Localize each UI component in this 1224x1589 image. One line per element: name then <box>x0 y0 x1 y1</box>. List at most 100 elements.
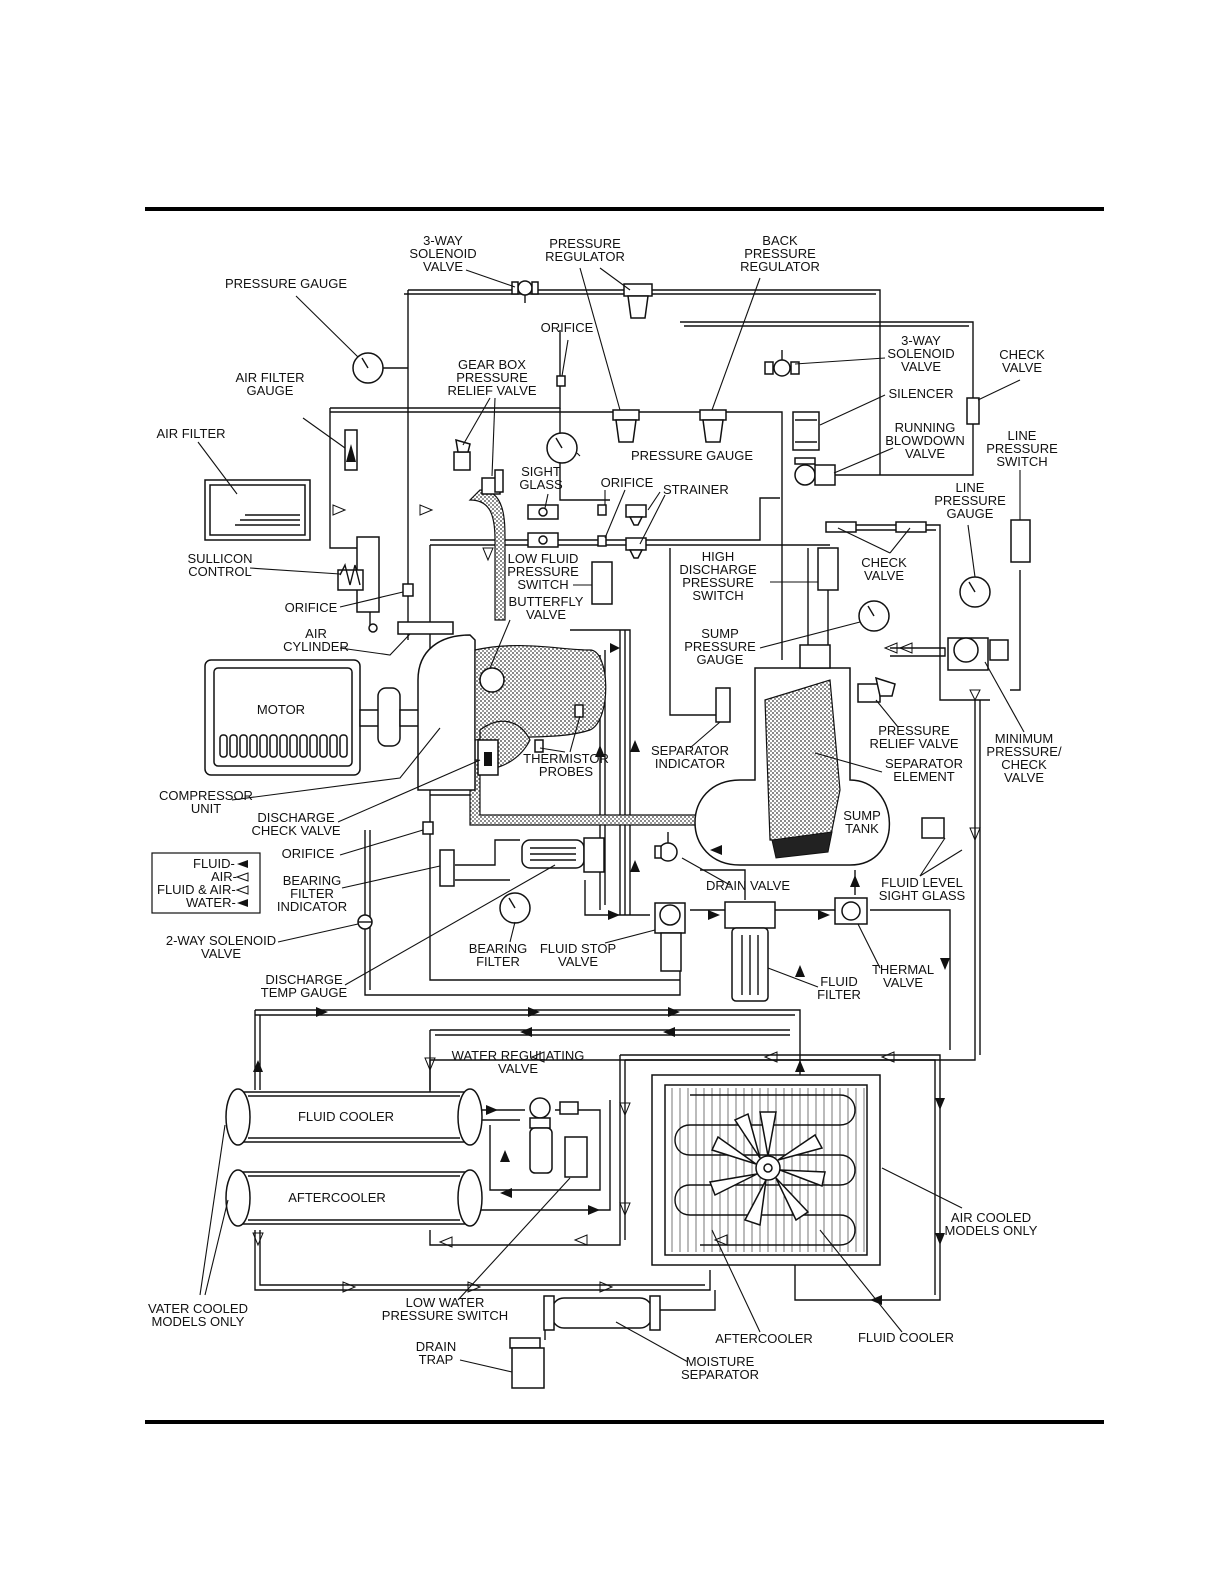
label-line: PRESSURE SWITCH <box>382 1308 508 1323</box>
label-line: THERMAL <box>872 962 934 977</box>
label-line: DISCHARGE <box>257 810 335 825</box>
label-line: CHECK VALVE <box>251 823 340 838</box>
label-line: MOTOR <box>257 702 305 717</box>
label-line: VALVE <box>905 446 945 461</box>
water-regulating-valve-icon <box>529 1097 579 1174</box>
label-line: SULLICON <box>187 551 252 566</box>
label-line: REGULATOR <box>740 259 820 274</box>
line-pressure-gauge-icon <box>959 576 991 608</box>
sullicon-control-icon <box>337 536 380 633</box>
label-line: SILENCER <box>888 386 953 401</box>
line-pressure-switch-icon <box>1010 519 1031 563</box>
label-line: PRESSURE GAUGE <box>631 448 753 463</box>
label-line: SEPARATOR <box>885 756 963 771</box>
label-line: GAUGE <box>947 506 994 521</box>
label-line: ORIFICE <box>601 475 654 490</box>
pressure-regulator-top <box>623 283 653 319</box>
label-line: CHECK <box>1001 757 1047 772</box>
low-water-pressure-switch-icon <box>564 1136 588 1178</box>
legend-fluid: FLUID- <box>193 856 235 871</box>
label-line: FLUID COOLER <box>298 1109 394 1124</box>
label-line: VALVE <box>1004 770 1044 785</box>
label-line: AFTERCOOLER <box>715 1331 813 1346</box>
label-line: STRAINER <box>663 482 729 497</box>
label-line: VALVE <box>526 607 566 622</box>
label-line: BEARING <box>283 873 342 888</box>
label-line: AFTERCOOLER <box>288 1190 386 1205</box>
label-line: SUMP <box>843 808 881 823</box>
label-line: 3-WAY <box>901 333 941 348</box>
flow-legend: FLUID- AIR- FLUID & AIR- WATER- <box>151 852 261 914</box>
label-line: SWITCH <box>996 454 1047 469</box>
label-line: AIR FILTER <box>156 426 225 441</box>
sump-pressure-gauge-icon <box>858 600 890 632</box>
label-line: VATER COOLED <box>148 1301 248 1316</box>
air-cylinder-icon <box>397 621 454 635</box>
label-line: PRESSURE <box>507 564 579 579</box>
label-fluid-cooler-water: FLUID COOLER <box>298 1109 394 1124</box>
label-line: VALVE <box>883 975 923 990</box>
label-line: SOLENOID <box>409 246 476 261</box>
label-line: PROBES <box>539 764 594 779</box>
pressure-regulator-mid <box>612 409 640 443</box>
label-line: ORIFICE <box>285 600 338 615</box>
label-line: TANK <box>845 821 879 836</box>
flow-arrows <box>252 504 981 1305</box>
label-silencer: SILENCER <box>888 386 953 401</box>
air-cooled-radiator-icon <box>651 1074 881 1266</box>
running-blowdown-valve-icon <box>794 457 836 486</box>
label-line: VALVE <box>558 954 598 969</box>
sight-glass-icons <box>527 504 559 548</box>
label-line: VALVE <box>423 259 463 274</box>
orifice-lower-icon <box>422 821 434 835</box>
label-line: HIGH <box>702 549 735 564</box>
label-line: RUNNING <box>895 420 956 435</box>
legend-air: AIR- <box>211 869 237 884</box>
label-line: 2-WAY SOLENOID <box>166 933 276 948</box>
label-line: CHECK <box>999 347 1045 362</box>
fluid-cooler-water-icon <box>225 1088 483 1146</box>
label-line: CYLINDER <box>283 639 349 654</box>
aftercooler-water-icon <box>225 1169 483 1227</box>
label-line: FILTER <box>476 954 520 969</box>
legend-water: WATER- <box>186 895 236 910</box>
separator-indicator-icon <box>715 687 731 723</box>
orifice-left-icon <box>402 583 414 597</box>
label-line: AIR FILTER <box>235 370 304 385</box>
orifice-top-icon <box>556 375 566 387</box>
label-line: RELIEF VALVE <box>869 736 958 751</box>
label-line: BLOWDOWN <box>885 433 964 448</box>
label-line: GAUGE <box>247 383 294 398</box>
label-line: PRESSURE <box>986 441 1058 456</box>
label-line: SEPARATOR <box>681 1367 759 1382</box>
label-line: AIR COOLED <box>951 1210 1031 1225</box>
label-aftercooler-water: AFTERCOOLER <box>288 1190 386 1205</box>
label-line: SOLENOID <box>887 346 954 361</box>
label-line: PRESSURE <box>878 723 950 738</box>
label-line: MODELS ONLY <box>945 1223 1038 1238</box>
back-pressure-regulator-icon <box>699 409 727 443</box>
gear-box-relief-valve-icon <box>453 438 504 495</box>
label-motor: MOTOR <box>257 702 305 717</box>
label-line: LOW WATER <box>406 1295 485 1310</box>
label-drain-valve: DRAIN VALVE <box>706 878 790 893</box>
air-filter-icon <box>204 479 311 541</box>
check-valve-top-icon <box>966 397 980 425</box>
label-line: PRESSURE GAUGE <box>225 276 347 291</box>
leader-lines <box>197 267 1025 1373</box>
